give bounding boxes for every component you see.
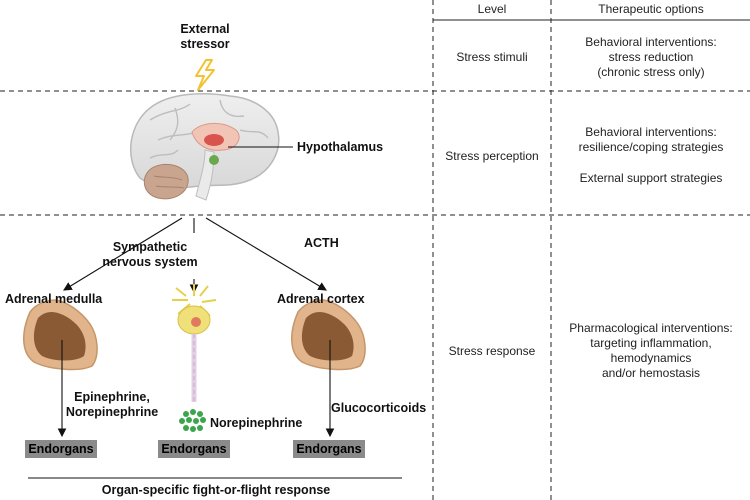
- level-stress-perception: Stress perception: [445, 149, 539, 163]
- level-stress-response: Stress response: [448, 344, 536, 358]
- level-stress-stimuli: Stress stimuli: [456, 50, 528, 64]
- therapy-row3-line3: hemodynamics: [610, 351, 692, 365]
- label-adrenal-medulla: Adrenal medulla: [5, 292, 103, 306]
- label-acth: ACTH: [304, 236, 339, 250]
- label-norepinephrine-adrenal: Norepinephrine: [65, 405, 159, 419]
- label-external-stressor-1: External: [180, 22, 230, 36]
- header-therapeutic-options: Therapeutic options: [598, 2, 704, 16]
- label-glucocorticoids: Glucocorticoids: [331, 401, 427, 415]
- label-external-stressor-2: stressor: [180, 37, 230, 51]
- brain-illustration: [129, 93, 293, 201]
- label-hypothalamus: Hypothalamus: [297, 140, 384, 154]
- therapy-row1-line3: (chronic stress only): [597, 65, 705, 79]
- therapy-row1-line2: stress reduction: [608, 50, 694, 64]
- therapy-row2-line2: resilience/coping strategies: [578, 140, 724, 154]
- label-adrenal-cortex: Adrenal cortex: [277, 292, 365, 306]
- therapy-row3-line1: Pharmacological interventions:: [569, 321, 733, 335]
- caption-fight-or-flight: Organ-specific fight-or-flight response: [101, 483, 331, 497]
- endorgans-box-cortex: Endorgans: [293, 440, 365, 458]
- label-sympathetic-1: Sympathetic: [112, 240, 188, 254]
- therapy-row3-line2: targeting inflammation,: [590, 336, 712, 350]
- arrow-to-adrenal-medulla: [63, 217, 183, 291]
- header-level: Level: [477, 2, 507, 16]
- label-epinephrine: Epinephrine,: [74, 390, 150, 404]
- arrow-to-adrenal-cortex: [205, 217, 327, 291]
- adrenal-medulla-illustration: [23, 299, 98, 371]
- lightning-icon: [195, 59, 215, 91]
- neuron-illustration: [172, 284, 217, 432]
- label-sympathetic-2: nervous system: [102, 255, 198, 269]
- endorgans-box-neuron: Endorgans: [158, 440, 230, 458]
- endorgans-box-medulla: Endorgans: [25, 440, 97, 458]
- therapy-row2-line3: External support strategies: [579, 171, 723, 185]
- therapy-row3-line4: and/or hemostasis: [601, 366, 701, 380]
- therapy-row2-line1: Behavioral interventions:: [585, 125, 717, 139]
- hypothalamus-marker: [204, 134, 224, 146]
- therapy-row1-line1: Behavioral interventions:: [585, 35, 717, 49]
- label-norepinephrine-neuron: Norepinephrine: [210, 416, 303, 430]
- adrenal-cortex-illustration: [291, 299, 366, 371]
